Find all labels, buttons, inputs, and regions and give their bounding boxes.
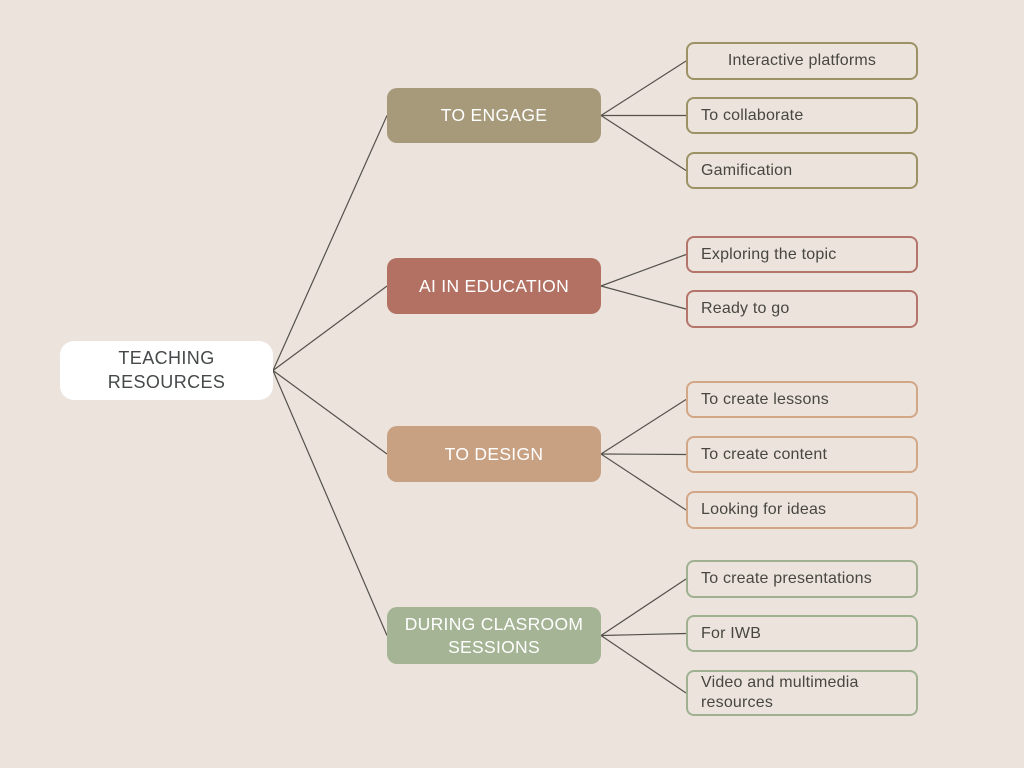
node-label: TEACHING RESOURCES: [107, 348, 226, 392]
connector-line: [600, 285, 687, 310]
node-label: To create lessons: [701, 390, 829, 408]
node-gamification[interactable]: Gamification: [686, 152, 918, 189]
node-label: For IWB: [701, 624, 762, 642]
connector-line: [272, 115, 388, 371]
connector-line: [600, 578, 687, 636]
node-label: To create content: [701, 445, 828, 463]
node-label: TO ENGAGE: [440, 105, 548, 126]
node-ready-to-go[interactable]: Ready to go: [686, 290, 918, 328]
connector-line: [600, 453, 687, 511]
node-to-engage[interactable]: TO ENGAGE: [387, 88, 601, 143]
node-label: To collaborate: [701, 106, 804, 124]
node-label: Looking for ideas: [701, 501, 827, 518]
node-ai-in-education[interactable]: AI IN EDUCATION: [387, 258, 601, 314]
connector-line: [272, 370, 388, 455]
node-to-create-lessons[interactable]: To create lessons: [686, 381, 918, 418]
connector-line: [600, 114, 687, 172]
node-to-design[interactable]: TO DESIGN: [387, 426, 601, 482]
node-label: Gamification: [701, 161, 793, 179]
node-for-iwb[interactable]: For IWB: [686, 615, 918, 652]
node-interactive-platforms[interactable]: Interactive platforms: [686, 42, 918, 80]
node-label: Video and multimedia resources: [701, 674, 859, 711]
connector-line: [272, 370, 388, 636]
node-label: Exploring the topic: [701, 245, 837, 263]
node-teaching-resources[interactable]: TEACHING RESOURCES: [60, 341, 273, 400]
node-label: AI IN EDUCATION: [418, 275, 570, 296]
node-label: Ready to go: [701, 300, 790, 317]
node-video-and-multimedia-resources[interactable]: Video and multimedia resources: [686, 670, 918, 716]
node-label: TO DESIGN: [444, 443, 544, 464]
node-looking-for-ideas[interactable]: Looking for ideas: [686, 491, 918, 529]
connector-line: [600, 253, 687, 287]
connector-line: [600, 453, 687, 456]
node-label: DURING CLASROOM SESSIONS: [404, 613, 584, 657]
node-label: Interactive platforms: [727, 52, 877, 69]
node-to-create-content[interactable]: To create content: [686, 436, 918, 473]
node-to-collaborate[interactable]: To collaborate: [686, 97, 918, 134]
node-during-clasroom-sessions[interactable]: DURING CLASROOM SESSIONS: [387, 607, 601, 664]
connector-line: [600, 60, 687, 117]
node-to-create-presentations[interactable]: To create presentations: [686, 560, 918, 598]
node-exploring-the-topic[interactable]: Exploring the topic: [686, 236, 918, 273]
connector-line: [272, 285, 388, 371]
connector-line: [600, 635, 687, 694]
connector-line: [600, 398, 687, 455]
node-label: To create presentations: [701, 570, 872, 587]
connector-line: [600, 632, 687, 637]
